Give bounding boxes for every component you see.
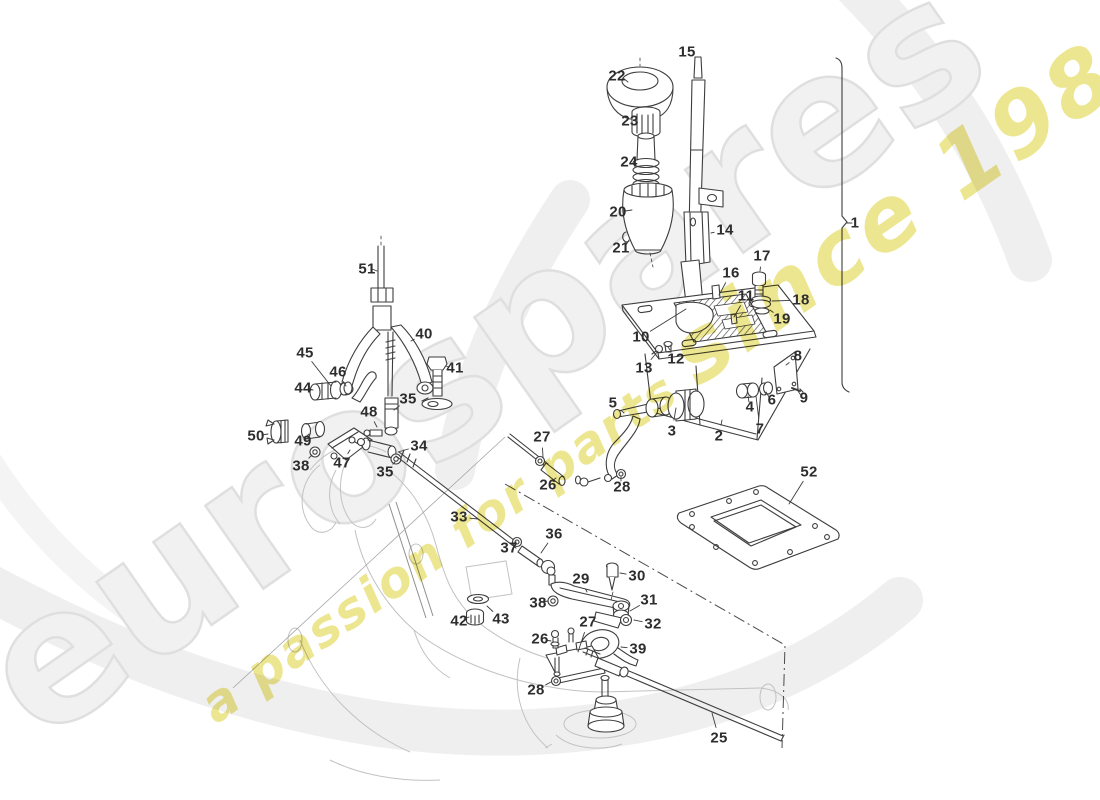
leader-line-19 xyxy=(769,309,774,313)
leader-line-35 xyxy=(392,461,396,465)
leader-line-11 xyxy=(733,305,741,318)
leader-line-2 xyxy=(720,419,723,426)
leader-line-17 xyxy=(759,266,761,272)
link-rod-upper xyxy=(507,433,601,487)
leader-line-35 xyxy=(393,405,400,411)
leader-line-38 xyxy=(308,454,313,459)
leader-line-10 xyxy=(649,308,687,332)
boundary-dashdot xyxy=(504,483,786,749)
fork-assembly xyxy=(265,235,453,465)
hook-clevis xyxy=(545,627,639,687)
leader-line-47 xyxy=(347,449,351,455)
leader-line-32 xyxy=(633,619,643,623)
leader-line-12 xyxy=(667,346,671,351)
assembly-bracket-brace xyxy=(835,57,853,393)
leader-line-25 xyxy=(711,712,717,728)
bolt-and-washers xyxy=(750,271,772,315)
leader-line-48 xyxy=(373,421,378,428)
leader-line-5 xyxy=(620,409,625,414)
leader-line-14 xyxy=(710,231,715,234)
gasket-52 xyxy=(676,485,840,570)
leader-ticks xyxy=(261,77,801,642)
leader-line-27 xyxy=(542,447,544,458)
leader-line-34 xyxy=(397,448,409,453)
leader-line-52 xyxy=(788,480,804,505)
leader-line-3 xyxy=(673,407,677,421)
watermark-swoosh xyxy=(0,0,1052,756)
leader-line-13 xyxy=(650,350,659,360)
leader-line-45 xyxy=(311,361,332,387)
leader-line-28 xyxy=(545,681,552,686)
leader-line-31 xyxy=(629,605,640,612)
leader-line-33 xyxy=(469,517,479,520)
watermark-brand-text: eurospares xyxy=(0,0,1025,782)
leader-line-18 xyxy=(771,299,791,302)
control-rod-25 xyxy=(582,647,785,742)
washers-42-43 xyxy=(465,593,490,626)
gearbox-housing xyxy=(287,444,789,781)
leader-line-30 xyxy=(619,572,627,575)
leader-line-16 xyxy=(718,282,727,296)
leader-line-36 xyxy=(540,542,549,554)
leader-line-8 xyxy=(785,362,790,366)
leader-line-43 xyxy=(486,605,494,612)
leader-line-40 xyxy=(410,338,415,342)
leader-line-46 xyxy=(343,381,347,387)
leader-line-27 xyxy=(577,631,585,653)
support-bracket xyxy=(603,348,811,483)
gear-knob-stack xyxy=(606,57,674,268)
leader-line-29 xyxy=(585,588,588,593)
relay-lever xyxy=(546,562,633,629)
selector-shaft xyxy=(587,674,625,733)
leader-line-7 xyxy=(755,395,760,419)
floor-line xyxy=(232,436,506,689)
leader-line-39 xyxy=(620,646,628,649)
leader-lines xyxy=(308,231,804,728)
